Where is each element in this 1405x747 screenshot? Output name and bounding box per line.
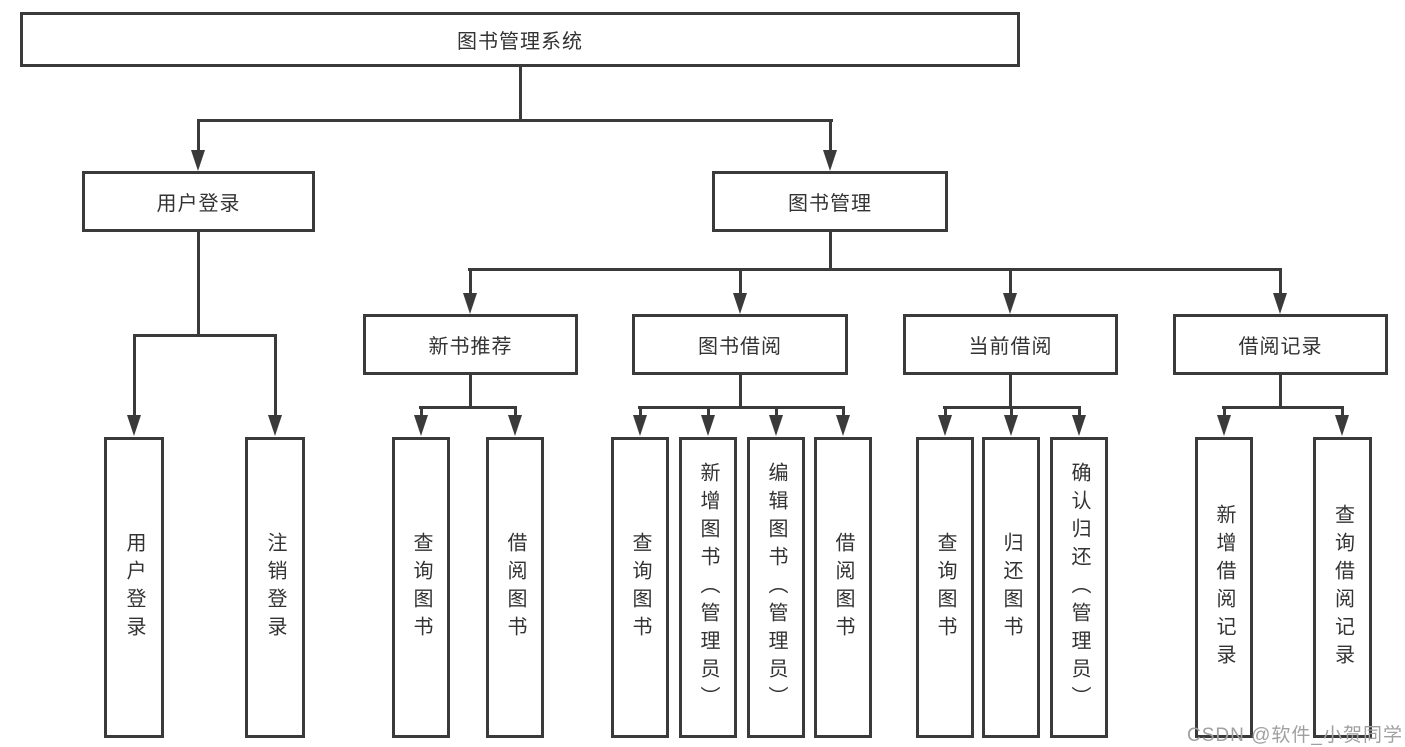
node-label: 查询图书: [629, 531, 651, 644]
connector-line-h: [638, 406, 845, 409]
arrowhead-down-icon: [1335, 415, 1349, 436]
arrowhead-down-icon: [733, 293, 747, 314]
arrowhead-down-icon: [1003, 293, 1017, 314]
arrowhead-down-icon: [633, 415, 647, 436]
connector-line-v: [1010, 406, 1013, 418]
arrowhead-down-icon: [1072, 415, 1086, 436]
leaf-query-borrow-record: 查询借阅记录: [1313, 437, 1372, 738]
arrowhead-down-icon: [1004, 415, 1018, 436]
leaf-add-borrow-record: 新增借阅记录: [1195, 437, 1253, 738]
connector-line-v: [1009, 268, 1012, 296]
connector-line-v: [639, 406, 642, 418]
node-label: 借阅图书: [504, 531, 526, 644]
connector-line-v: [133, 334, 136, 417]
arrowhead-down-icon: [1273, 293, 1287, 314]
node-label: 编辑图书（管理员）: [765, 461, 787, 714]
connector-line-v: [469, 268, 472, 296]
connector-line-v: [1341, 406, 1344, 418]
node-label: 借阅记录: [1238, 336, 1323, 358]
node-book-borrowing: 图书借阅: [632, 314, 848, 375]
arrowhead-down-icon: [463, 293, 477, 314]
connector-line-v: [514, 406, 517, 418]
connector-line-v: [1279, 268, 1282, 296]
connector-line-h: [468, 268, 1282, 271]
leaf-borrow-books-recommend: 借阅图书: [486, 437, 544, 738]
arrowhead-down-icon: [823, 150, 837, 171]
node-label: 查询借阅记录: [1331, 503, 1354, 672]
arrowhead-down-icon: [414, 415, 428, 436]
connector-line-h: [197, 119, 833, 122]
arrowhead-down-icon: [191, 150, 205, 171]
connector-line-v: [775, 406, 778, 418]
node-label: 确认归还（管理员）: [1068, 461, 1090, 714]
node-label: 新书推荐: [428, 336, 513, 358]
leaf-query-books-borrowing: 查询图书: [611, 437, 669, 738]
node-borrowing-records: 借阅记录: [1173, 314, 1388, 375]
connector-line-v: [1009, 374, 1012, 409]
leaf-query-books-recommend: 查询图书: [392, 437, 450, 738]
connector-line-v: [944, 406, 947, 418]
node-label: 查询图书: [410, 531, 432, 644]
node-new-book-recommend: 新书推荐: [363, 314, 578, 375]
arrowhead-down-icon: [769, 415, 783, 436]
leaf-confirm-return-admin: 确认归还（管理员）: [1050, 437, 1108, 738]
connector-line-h: [419, 406, 517, 409]
connector-line-v: [739, 268, 742, 296]
node-label: 图书管理系统: [457, 31, 583, 53]
node-label: 当前借阅: [968, 336, 1053, 358]
node-label: 新增借阅记录: [1213, 503, 1235, 672]
leaf-borrow-books: 借阅图书: [814, 437, 872, 738]
node-label: 借阅图书: [832, 531, 854, 644]
node-label: 新增图书（管理员）: [697, 461, 719, 714]
connector-line-v: [420, 406, 423, 418]
arrowhead-down-icon: [836, 415, 850, 436]
connector-line-v: [197, 119, 200, 153]
arrowhead-down-icon: [268, 415, 282, 436]
connector-line-v: [197, 231, 200, 336]
node-current-borrowing: 当前借阅: [903, 314, 1118, 375]
connector-line-v: [842, 406, 845, 418]
connector-line-v: [707, 406, 710, 418]
node-label: 注销登录: [264, 531, 286, 644]
connector-line-v: [739, 374, 742, 409]
connector-line-v: [469, 374, 472, 409]
node-label: 用户登录: [123, 531, 145, 644]
connector-line-v: [1279, 374, 1282, 409]
connector-line-v: [829, 119, 832, 153]
connector-line-v: [1223, 406, 1226, 418]
leaf-return-books: 归还图书: [982, 437, 1040, 738]
arrowhead-down-icon: [508, 415, 522, 436]
node-label: 归还图书: [1000, 531, 1022, 644]
connector-line-h: [1222, 406, 1344, 409]
node-library-system: 图书管理系统: [20, 12, 1020, 67]
leaf-edit-book-admin: 编辑图书（管理员）: [747, 437, 805, 738]
node-label: 查询图书: [934, 531, 956, 644]
connector-line-v: [274, 334, 277, 417]
node-label: 图书管理: [788, 193, 872, 215]
node-label: 图书借阅: [698, 336, 782, 358]
arrowhead-down-icon: [938, 415, 952, 436]
leaf-user-login: 用户登录: [104, 437, 164, 738]
leaf-query-books-current: 查询图书: [916, 437, 974, 738]
leaf-add-book-admin: 新增图书（管理员）: [679, 437, 737, 738]
leaf-logout: 注销登录: [245, 437, 305, 738]
arrowhead-down-icon: [1217, 415, 1231, 436]
connector-line-v: [829, 231, 832, 271]
arrowhead-down-icon: [127, 415, 141, 436]
node-label: 用户登录: [156, 193, 241, 215]
connector-line-v: [519, 67, 522, 120]
node-user-login: 用户登录: [82, 171, 315, 232]
node-book-management: 图书管理: [712, 171, 948, 232]
connector-line-v: [1078, 406, 1081, 418]
arrowhead-down-icon: [701, 415, 715, 436]
connector-line-h: [133, 334, 277, 337]
watermark: CSDN @软件_小贺同学: [1187, 725, 1403, 746]
